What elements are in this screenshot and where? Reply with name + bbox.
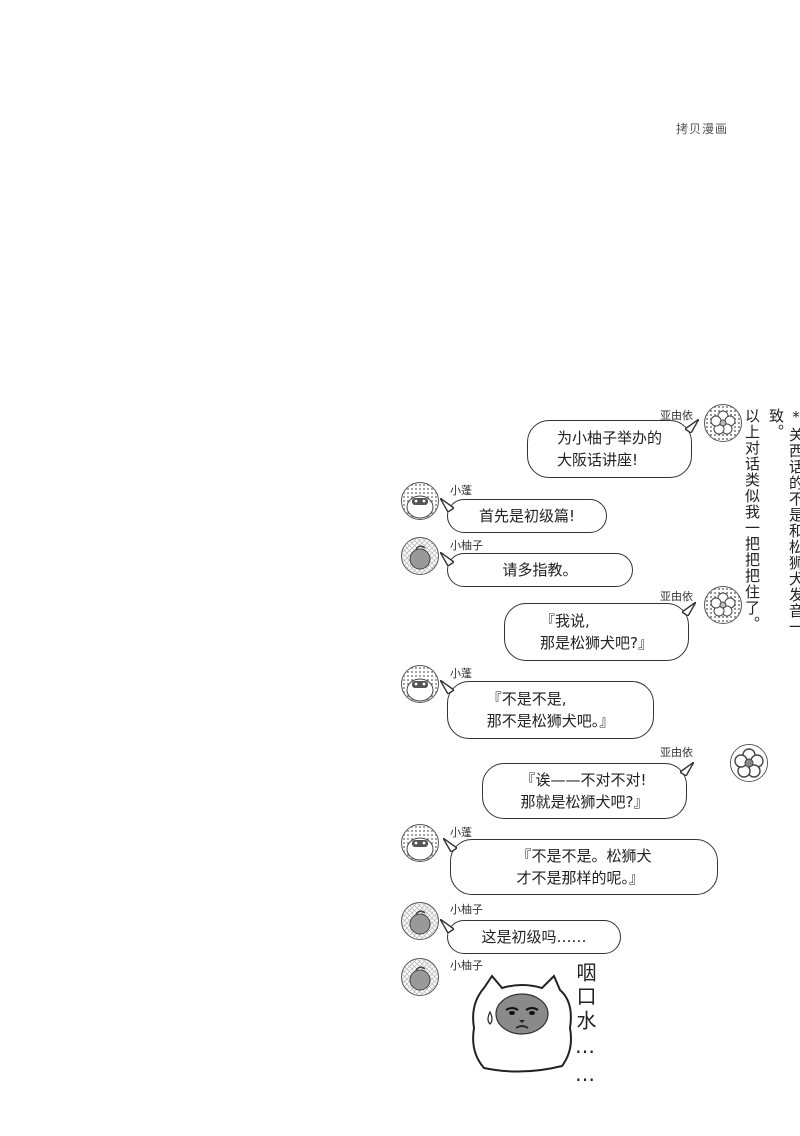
avatar-citrus-icon (401, 958, 439, 996)
speaker-name: 小蓬 (450, 667, 472, 680)
message-text: 首先是初级篇! (478, 507, 575, 525)
bubble-tail-icon (440, 498, 454, 512)
speaker-name: 亚由依 (660, 409, 693, 422)
chat-bubble: 『我说, 那是松狮犬吧?』 (504, 602, 696, 661)
avatar-dog-icon (401, 482, 439, 520)
speaker-name: 小蓬 (450, 484, 472, 497)
bubble-tail-icon (440, 552, 454, 566)
avatar-citrus-icon (401, 902, 439, 940)
avatar-citrus-icon (401, 537, 439, 575)
footnote-line-2: 以上对话类似我一把把把住了。 (743, 408, 761, 632)
chat-bubble: 『诶——不对不对! 那就是松狮犬吧?』 (482, 762, 694, 819)
speaker-name: 小柚子 (450, 959, 483, 972)
footnote-line-1: *关西话的不是和松狮犬发音一致。 (767, 408, 800, 635)
bubble-tail-icon (682, 602, 696, 616)
message-text: 『不是不是, 那不是松狮犬吧。』 (486, 690, 615, 730)
message-text: 『不是不是。松狮犬 才不是那样的呢。』 (516, 847, 652, 887)
avatar-flower-icon (704, 586, 742, 624)
chat-bubble: 首先是初级篇! (440, 498, 607, 533)
chat-bubble: 『不是不是, 那不是松狮犬吧。』 (440, 680, 654, 739)
avatar-flower-icon (704, 404, 742, 442)
message-text: 『诶——不对不对! 那就是松狮犬吧?』 (520, 771, 649, 811)
avatar-dog-icon (401, 665, 439, 703)
bubble-tail-icon (440, 680, 454, 694)
avatar-dog-icon (401, 824, 439, 862)
chat-bubble: 为小柚子举办的 大阪话讲座! (527, 419, 699, 478)
speaker-name: 小蓬 (450, 826, 472, 839)
speaker-name: 亚由依 (660, 590, 693, 603)
speaker-name: 小柚子 (450, 539, 483, 552)
message-text: 『我说, 那是松狮犬吧?』 (540, 612, 653, 652)
bubble-tail-icon (443, 838, 457, 852)
sound-effect-text: 咽口水…… (573, 962, 597, 1090)
message-text: 这是初级吗…… (481, 928, 587, 946)
message-text: 为小柚子举办的 大阪话讲座! (556, 429, 662, 469)
chat-bubble: 请多指教。 (440, 552, 633, 587)
cat-illustration-icon (472, 974, 572, 1073)
chat-bubble: 『不是不是。松狮犬 才不是那样的呢。』 (443, 838, 718, 895)
speaker-name: 亚由依 (660, 746, 693, 759)
message-text: 请多指教。 (502, 561, 578, 579)
watermark: 拷贝漫画 (676, 122, 729, 136)
speaker-name: 小柚子 (450, 903, 483, 916)
chat-bubble: 这是初级吗…… (440, 919, 621, 954)
bubble-tail-icon (440, 919, 454, 933)
bubble-tail-icon (685, 419, 699, 433)
avatar-flower-icon (730, 744, 768, 782)
bubble-tail-icon (680, 762, 694, 776)
